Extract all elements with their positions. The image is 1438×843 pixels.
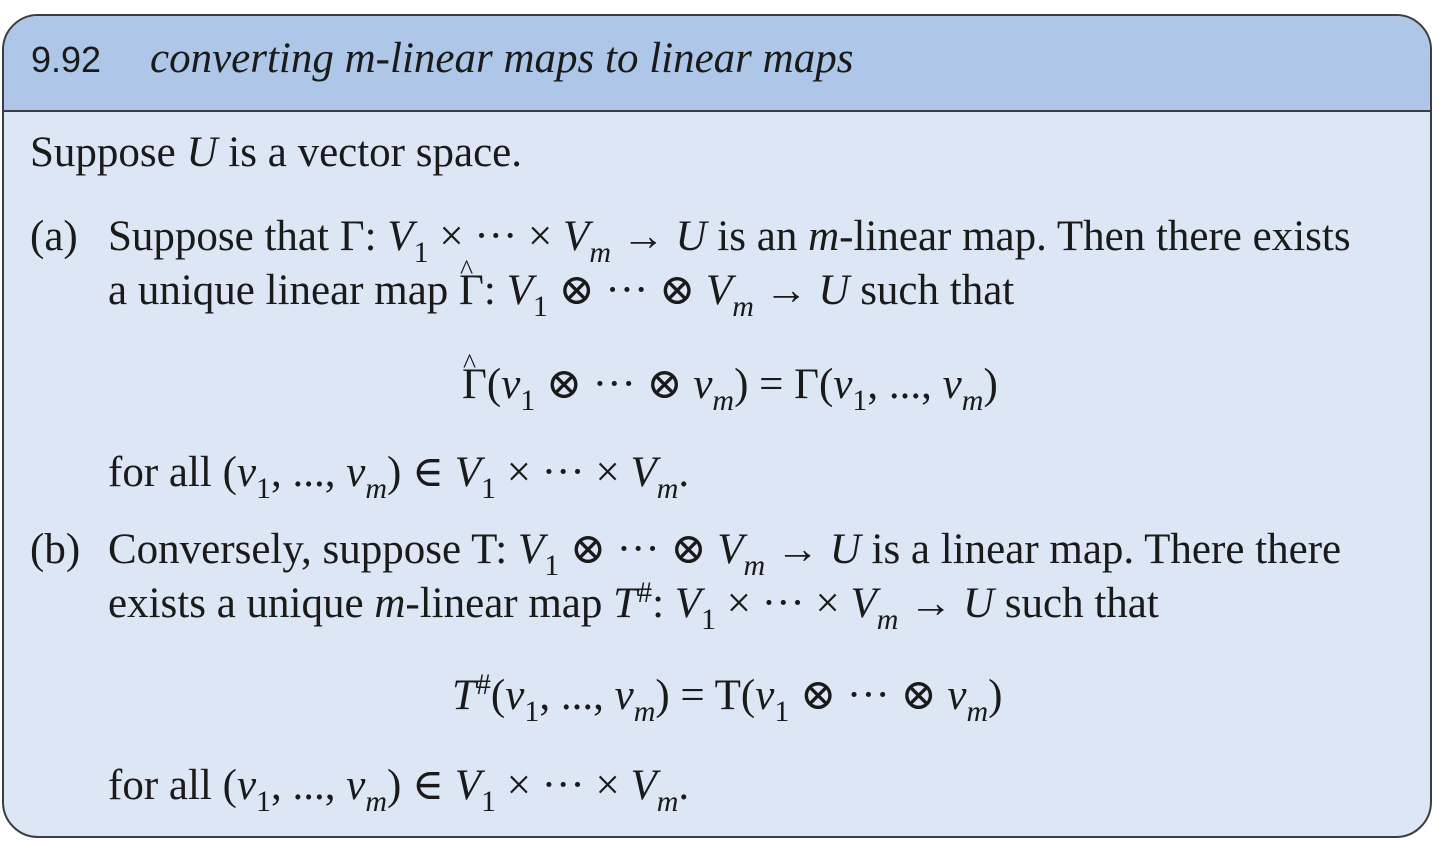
part-a-line-1: Suppose that Γ: V1 × ··· × Vm → U is an …: [108, 213, 1351, 269]
part-b-line-1: Conversely, suppose T: V1 ⊗ ··· ⊗ Vm → U…: [108, 526, 1342, 582]
theorem-number: 9.92: [31, 39, 102, 80]
theorem-title: converting m-linear maps to linear maps: [150, 35, 854, 82]
part-a-label: (a): [30, 213, 78, 260]
intro-text: Suppose U is a vector space.: [30, 129, 522, 176]
part-b-footer: for all (v1, ..., vm) ∈ V1 × ··· × Vm.: [108, 762, 690, 818]
part-b-label: (b): [30, 526, 81, 573]
theorem-header: 9.92 converting m-linear maps to linear …: [4, 16, 1430, 112]
part-a-footer: for all (v1, ..., vm) ∈ V1 × ··· × Vm.: [108, 449, 690, 505]
part-a-equation: Γ(v1 ⊗ ··· ⊗ vm) = Γ(v1, ..., vm): [462, 340, 998, 416]
part-a-line-2: a unique linear map Γ: V1 ⊗ ··· ⊗ Vm → U…: [108, 246, 1014, 322]
theorem-box: 9.92 converting m-linear maps to linear …: [2, 14, 1432, 838]
part-b-line-2: exists a unique m-linear map T#: V1 × ··…: [108, 576, 1159, 636]
part-b-equation: T#(v1, ..., vm) = T(v1 ⊗ ··· ⊗ vm): [452, 668, 1003, 728]
